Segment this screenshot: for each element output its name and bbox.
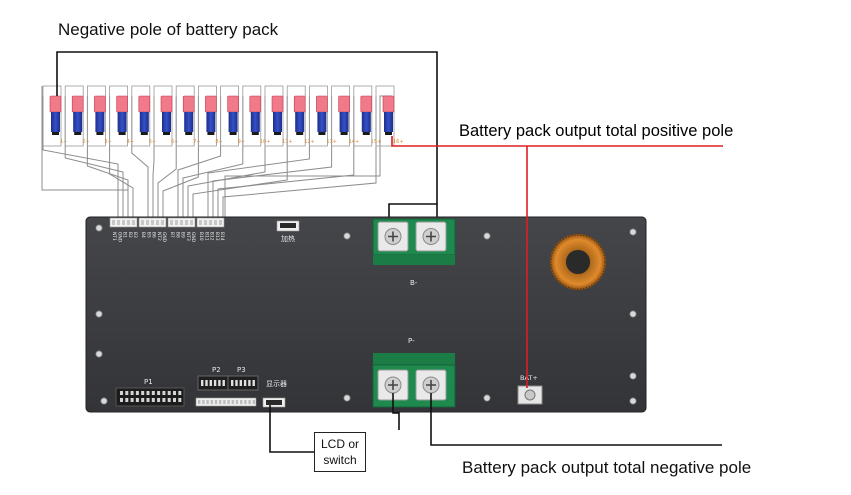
pin-label: B10 bbox=[198, 232, 204, 241]
negative-pole-label: Negative pole of battery pack bbox=[58, 20, 279, 39]
p3-label: P3 bbox=[237, 366, 246, 374]
battery-cell: 9+ bbox=[220, 85, 245, 147]
pin-label: B1 bbox=[122, 232, 128, 238]
pin-label: NT1 bbox=[111, 232, 117, 241]
pin-label: B9 bbox=[180, 232, 186, 238]
cell-top-label: 8+ bbox=[215, 139, 222, 145]
battery-cell: 15+ bbox=[353, 85, 381, 147]
battery-cell: 8+ bbox=[197, 85, 223, 147]
battery-cell: 1+ bbox=[42, 85, 67, 147]
battery-cell: 7+ bbox=[175, 85, 201, 147]
cell-top-label: 2+ bbox=[82, 139, 89, 145]
b-minus-label: B- bbox=[410, 279, 418, 287]
battery-cell: 12+ bbox=[286, 85, 315, 147]
lcd-line-1: LCD or bbox=[320, 437, 359, 451]
battery-cell: 4+ bbox=[109, 85, 134, 147]
pin-label: B12 bbox=[209, 232, 215, 241]
battery-cell-row: 1+ 2+ 3+ 4+ 5+ 6+ 7+ 8+ 9+10+11+12+13+14+15+ 16+ bbox=[42, 85, 404, 147]
pin-label: GND bbox=[190, 232, 196, 243]
cell-top-label: 9+ bbox=[238, 139, 245, 145]
lcd-wire bbox=[269, 405, 314, 453]
pin-label: B8 bbox=[174, 232, 180, 238]
negative-pole-wire bbox=[56, 51, 438, 225]
lcd-line-2: switch bbox=[323, 453, 357, 467]
battery-cell: 16+ bbox=[375, 85, 404, 147]
heating-label: 加热 bbox=[281, 234, 295, 243]
pin-label: B3 bbox=[132, 232, 138, 238]
p2-label: P2 bbox=[212, 366, 221, 374]
pin-label: GND bbox=[161, 232, 167, 243]
positive-output-wire bbox=[391, 136, 723, 147]
p3-connector bbox=[227, 375, 259, 391]
lcd-switch-box: LCD or switch bbox=[314, 432, 366, 472]
cell-top-label: 5+ bbox=[149, 139, 156, 145]
pin-label: NT2 bbox=[156, 232, 162, 241]
p1-label: P1 bbox=[144, 378, 153, 386]
battery-cell: 5+ bbox=[131, 85, 156, 147]
pin-label: B11 bbox=[203, 232, 209, 241]
battery-cell: 10+ bbox=[242, 85, 270, 147]
cell-top-label: 3+ bbox=[104, 139, 111, 145]
battery-cell: 14+ bbox=[331, 85, 359, 147]
p-minus-label: P- bbox=[408, 337, 415, 345]
negative-output-label: Battery pack output total negative pole bbox=[462, 458, 752, 477]
battery-cell: 2+ bbox=[64, 85, 90, 147]
pin-label: B6 bbox=[151, 232, 157, 238]
bat-plus-label: BAT+ bbox=[520, 374, 538, 382]
pin-label: B4 bbox=[140, 232, 146, 238]
cell-top-label: 7+ bbox=[193, 139, 200, 145]
pin-label: B5 bbox=[145, 232, 151, 238]
battery-cell: 13+ bbox=[308, 85, 337, 147]
pin-label: B13 bbox=[214, 232, 220, 241]
battery-cell: 11+ bbox=[264, 85, 293, 147]
pin-label: B2 bbox=[127, 232, 133, 238]
sense-wire bbox=[41, 86, 129, 218]
negative-output-wire bbox=[392, 393, 400, 430]
pin-label: B7 bbox=[169, 232, 175, 238]
display-label: 显示器 bbox=[266, 380, 287, 388]
pin-label: B14 bbox=[219, 232, 225, 241]
battery-cell: 6+ bbox=[153, 85, 178, 147]
cell-top-label: 4+ bbox=[127, 139, 134, 145]
positive-output-label: Battery pack output total positive pole bbox=[459, 122, 734, 140]
p1-connector bbox=[115, 387, 185, 407]
cell-top-label: 6+ bbox=[171, 139, 178, 145]
pin-label: NT3 bbox=[185, 232, 191, 241]
negative-output-wire-2 bbox=[430, 393, 722, 446]
battery-cell: 3+ bbox=[87, 85, 112, 147]
pin-label: GND bbox=[116, 232, 122, 243]
toroid-inductor bbox=[550, 234, 606, 290]
p-minus-terminals bbox=[377, 369, 447, 401]
cell-top-label: 16+ bbox=[393, 139, 404, 145]
cell-top-label: 1+ bbox=[60, 139, 67, 145]
b-minus-terminals bbox=[377, 221, 447, 252]
